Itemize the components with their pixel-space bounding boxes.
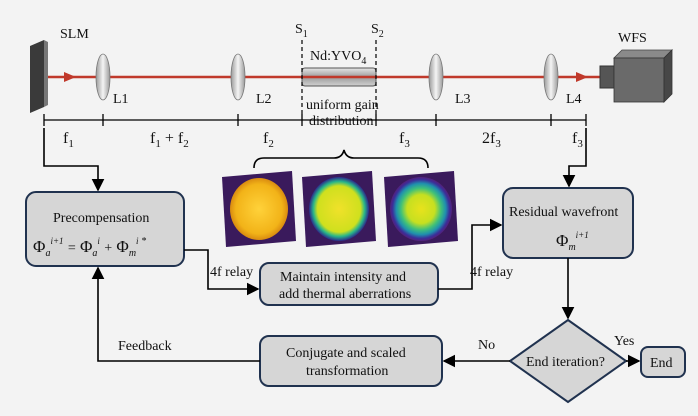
precompensation-title: Precompensation (53, 211, 149, 226)
residual-equation: Φmi+1 (556, 230, 589, 253)
arrow-maintain-to-residual (438, 218, 503, 290)
gain-label-line2: distribution (309, 114, 374, 129)
plane-s2-label: S2 (371, 22, 384, 40)
arrow-feedback (91, 266, 260, 362)
slm-label: SLM (60, 27, 89, 42)
arrow-slm-to-precomp (43, 128, 105, 192)
conjugate-line2: transformation (306, 364, 388, 379)
dist-f1: f1 (63, 130, 74, 150)
wfs-device (599, 49, 673, 103)
decision-diamond (508, 318, 628, 404)
decision-label: End iteration? (526, 355, 605, 370)
lens-l2 (230, 53, 246, 101)
intensity-profile-2 (302, 171, 376, 247)
dist-f2: f2 (263, 130, 274, 150)
dist-f3-b: f3 (572, 130, 583, 150)
lens-l3 (428, 53, 444, 101)
relay-label-1: 4f relay (210, 265, 253, 280)
end-box (640, 346, 686, 378)
residual-title: Residual wavefront (509, 205, 618, 220)
profiles-brace (253, 149, 429, 169)
yes-label: Yes (614, 334, 634, 349)
intensity-profile-3 (384, 171, 458, 247)
lens-l2-label: L2 (256, 92, 272, 107)
end-label: End (650, 356, 673, 371)
lens-l1 (95, 53, 111, 101)
precompensation-equation: Φai+1 = Φai + Φmi * (33, 236, 146, 259)
dist-f1-f2: f1 + f2 (150, 130, 189, 150)
beam-arrow-1 (64, 72, 76, 82)
precompensation-box (25, 191, 185, 267)
maintain-line1: Maintain intensity and (280, 270, 406, 285)
gain-label-line1: uniform gain (306, 98, 379, 113)
dist-2f3: 2f3 (482, 130, 501, 150)
intensity-profile-1 (222, 171, 296, 247)
wfs-label: WFS (618, 31, 647, 46)
crystal-label: Nd:YVO4 (310, 49, 366, 67)
feedback-label: Feedback (118, 339, 172, 354)
slm-device (30, 40, 48, 113)
lens-l1-label: L1 (113, 92, 129, 107)
plane-s1-label: S1 (295, 22, 308, 40)
lens-l4-label: L4 (566, 92, 582, 107)
lens-l3-label: L3 (455, 92, 471, 107)
distance-ruler (43, 114, 587, 126)
lens-l4 (543, 53, 559, 101)
conjugate-line1: Conjugate and scaled (286, 346, 406, 361)
maintain-intensity-box (259, 262, 439, 306)
maintain-line2: add thermal aberrations (279, 287, 411, 302)
beam-arrow-2 (576, 72, 588, 82)
arrow-precomp-to-maintain (184, 249, 260, 296)
arrow-wfs-to-residual (562, 128, 587, 188)
dist-f3-a: f3 (399, 130, 410, 150)
relay-label-2: 4f relay (470, 265, 513, 280)
no-label: No (478, 338, 495, 353)
